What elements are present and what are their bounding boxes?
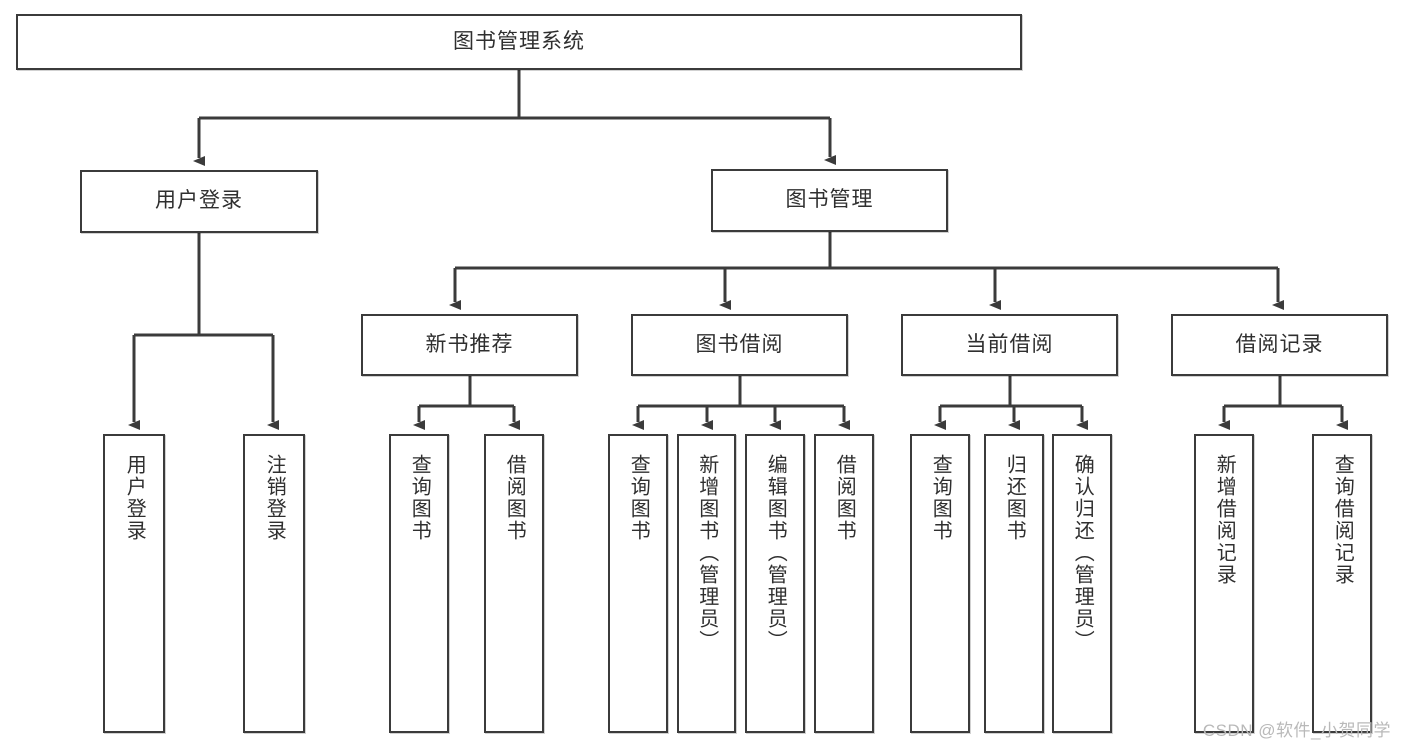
node-label: 当前借阅	[965, 332, 1054, 356]
node-new-book-recommend[interactable]: 新书推荐	[361, 314, 578, 376]
node-label: 编辑图书（管理员）	[764, 454, 787, 652]
leaf-add-book[interactable]: 新增图书（管理员）	[677, 434, 736, 733]
node-label: 注销登录	[263, 454, 286, 542]
csdn-watermark: CSDN @软件_小贺同学	[1202, 721, 1391, 740]
node-label: 用户登录	[123, 454, 146, 542]
leaf-user-login[interactable]: 用户登录	[103, 434, 165, 733]
node-label: 归还图书	[1003, 454, 1026, 542]
node-root-system[interactable]: 图书管理系统	[16, 14, 1022, 70]
node-label: 确认归还（管理员）	[1071, 454, 1094, 652]
node-book-borrow[interactable]: 图书借阅	[631, 314, 848, 376]
leaf-borrow-book-2[interactable]: 借阅图书	[814, 434, 874, 733]
node-current-borrow[interactable]: 当前借阅	[901, 314, 1118, 376]
node-label: 图书借阅	[695, 332, 784, 356]
node-label: 查询图书	[929, 454, 952, 542]
node-label: 用户登录	[155, 189, 243, 213]
leaf-return-book[interactable]: 归还图书	[984, 434, 1044, 733]
leaf-confirm-return[interactable]: 确认归还（管理员）	[1052, 434, 1112, 733]
node-user-login[interactable]: 用户登录	[80, 170, 318, 233]
node-label: 借阅图书	[503, 454, 526, 542]
node-label: 图书管理	[785, 188, 874, 212]
leaf-query-book-3[interactable]: 查询图书	[910, 434, 970, 733]
node-label: 新增图书（管理员）	[695, 454, 718, 652]
leaf-borrow-book-1[interactable]: 借阅图书	[484, 434, 544, 733]
leaf-user-logout[interactable]: 注销登录	[243, 434, 305, 733]
leaf-edit-book[interactable]: 编辑图书（管理员）	[745, 434, 805, 733]
node-label: 查询图书	[408, 454, 431, 542]
node-label: 借阅记录	[1235, 332, 1324, 356]
node-book-management[interactable]: 图书管理	[711, 169, 948, 232]
node-label: 新书推荐	[425, 332, 514, 356]
node-label: 新增借阅记录	[1213, 454, 1236, 586]
leaf-add-borrow-record[interactable]: 新增借阅记录	[1194, 434, 1254, 733]
leaf-query-borrow-record[interactable]: 查询借阅记录	[1312, 434, 1372, 733]
node-label: 查询借阅记录	[1331, 454, 1354, 586]
node-label: 借阅图书	[833, 454, 856, 542]
leaf-query-book-2[interactable]: 查询图书	[608, 434, 668, 733]
node-label: 查询图书	[627, 454, 650, 542]
leaf-query-book-1[interactable]: 查询图书	[389, 434, 449, 733]
node-borrow-record[interactable]: 借阅记录	[1171, 314, 1388, 376]
node-label: 图书管理系统	[453, 29, 585, 53]
